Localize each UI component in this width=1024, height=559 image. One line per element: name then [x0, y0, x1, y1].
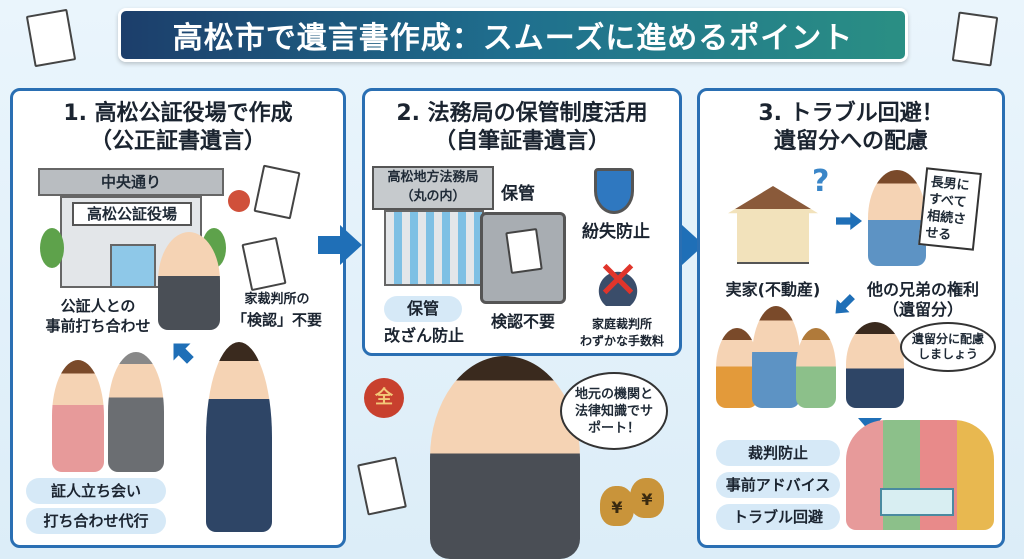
- will-sign: 長男にすべて相続させる: [918, 167, 982, 251]
- door: [110, 244, 156, 288]
- bureau-sign: 高松地方法務局 （丸の内）: [372, 166, 494, 210]
- document-pen-icon: [951, 11, 999, 67]
- client-man: [108, 352, 164, 472]
- tamper-prevention-label: 改ざん防止: [383, 326, 464, 345]
- building-sign: 高松公証役場: [72, 202, 192, 226]
- panel3-heading: 3. トラブル回避！ 遺留分への配慮: [699, 100, 1003, 156]
- court-fee-label: 家庭裁判所 わずかな手数料: [570, 316, 674, 350]
- sibling-man: [752, 306, 800, 408]
- panel2-heading: 2. 法務局の保管制度活用 （自筆証書遺言）: [364, 100, 680, 156]
- heading-line2: （自筆証書遺言）: [433, 129, 610, 154]
- label-line: わずかな手数料: [579, 334, 664, 348]
- sign-line: （丸の内）: [400, 189, 466, 204]
- pill-meeting-proxy: 打ち合わせ代行: [26, 508, 166, 534]
- document-icon: [357, 456, 407, 516]
- label-line: 公証人との: [60, 297, 136, 315]
- eldest-son: [868, 170, 926, 266]
- arrow-body: [318, 236, 340, 254]
- money-bag-icon: ¥: [630, 478, 664, 518]
- page-title: 高松市で遺言書作成：スムーズに進めるポイント: [118, 8, 908, 62]
- rights-label: 他の兄弟の権利 （遺留分）: [848, 280, 998, 320]
- heading-line2: （公正証書遺言）: [89, 129, 266, 154]
- storage-label: 保管: [501, 184, 535, 204]
- bureau-building: [384, 210, 484, 286]
- pill-advance-advice: 事前アドバイス: [716, 472, 840, 498]
- street-sign: 中央通り: [38, 168, 224, 196]
- meeting-label: 公証人との 事前打ち合わせ: [28, 296, 168, 336]
- pill-lawsuit-prevention: 裁判防止: [716, 440, 840, 466]
- pill-witness: 証人立ち会い: [26, 478, 166, 504]
- crossed-court-icon: ✕: [586, 255, 650, 307]
- question-mark-icon: ?: [812, 164, 830, 199]
- presenter: [430, 356, 580, 559]
- will-document-icon: [505, 227, 543, 275]
- heading-line1: 3. トラブル回避！: [758, 101, 944, 126]
- sign-line: 高松地方法務局: [387, 170, 479, 185]
- seal-icon: 全: [364, 378, 404, 418]
- stamp-icon: [228, 190, 250, 212]
- label-line: 事前打ち合わせ: [45, 317, 151, 335]
- heading-line1: 2. 法務局の保管制度活用: [396, 101, 648, 126]
- label-line: （遺留分）: [882, 300, 963, 319]
- court-label: 家裁判所の 「検認」不要: [222, 290, 332, 330]
- shield-icon: [594, 168, 634, 214]
- panel1-heading: 1. 高松公証役場で作成 （公正証書遺言）: [12, 100, 344, 156]
- advisor: [846, 322, 904, 408]
- arrow-right-icon: [340, 225, 362, 265]
- heading-line2: 遺留分への配慮: [773, 129, 928, 154]
- advisor-speech-bubble: 遺留分に配慮しましょう: [900, 322, 996, 372]
- tree-icon: [40, 228, 64, 268]
- pill-storage: 保管: [384, 296, 462, 322]
- sibling-woman: [716, 328, 758, 408]
- document-icon: [25, 8, 77, 68]
- speech-bubble: 地元の機関と法律知識でサポート！: [560, 372, 668, 450]
- sibling-woman: [796, 328, 836, 408]
- loss-prevention-label: 紛失防止: [582, 222, 650, 242]
- client-woman: [52, 360, 104, 472]
- notary-person: [158, 232, 220, 330]
- money-bag-icon: ¥: [600, 486, 634, 526]
- label-line: 家庭裁判所: [591, 317, 652, 331]
- advisor-handshake: [206, 342, 272, 532]
- label-line: 「検認」不要: [231, 311, 322, 329]
- heading-line1: 1. 高松公証役場で作成: [63, 101, 293, 126]
- no-probate-label: 検認不要: [490, 312, 555, 331]
- check-document-icon: [880, 488, 954, 516]
- label-line: 他の兄弟の権利: [866, 280, 979, 299]
- pill-trouble-avoidance: トラブル回避: [716, 504, 840, 530]
- house-label: 実家(不動産): [725, 280, 821, 299]
- safe-icon: [480, 212, 566, 304]
- label-line: 家裁判所の: [244, 292, 310, 307]
